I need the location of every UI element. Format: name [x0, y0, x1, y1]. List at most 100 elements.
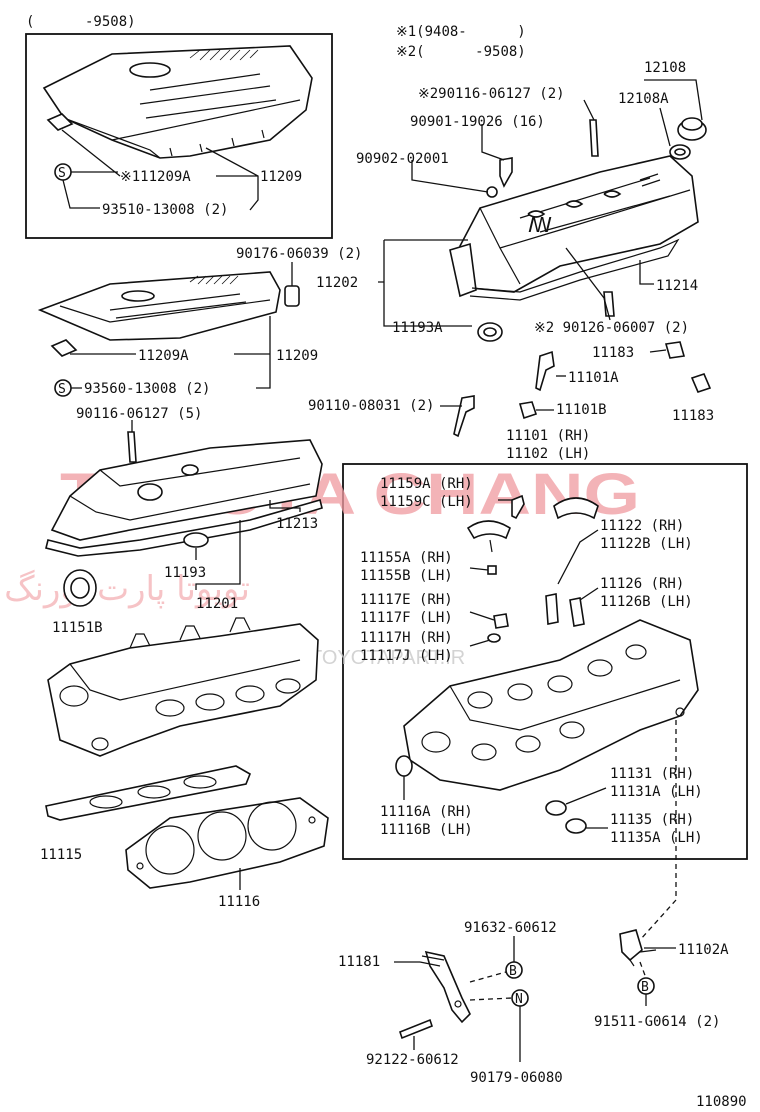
label-11101-rh: 11101 (RH) — [506, 428, 590, 444]
engine-cover-early — [42, 45, 313, 159]
gasket-11115 — [45, 765, 252, 821]
label-92122: 92122-60612 — [366, 1052, 459, 1068]
label-11117E: 11117E (RH) — [360, 592, 453, 608]
label-11202: 11202 — [316, 275, 358, 291]
label-11183-b: 11183 — [672, 408, 714, 424]
cylinder-head-right — [403, 619, 699, 791]
label-93510: 93510-13008 (2) — [102, 202, 228, 218]
pin-11155 — [487, 565, 497, 575]
grommet-11183-b — [690, 373, 712, 393]
valve-guide-a — [545, 593, 559, 625]
label-11117H: 11117H (RH) — [360, 630, 453, 646]
label-90176: 90176-06039 (2) — [236, 246, 362, 262]
label-90179: 90179-06080 — [470, 1070, 563, 1086]
gasket-11214 — [469, 238, 680, 301]
label-11155A: 11155A (RH) — [360, 550, 453, 566]
cylinder-head-gasket-11116 — [125, 797, 329, 889]
label-11135A: 11135A (LH) — [610, 830, 703, 846]
seal-11131 — [545, 800, 567, 816]
label-11135: 11135 (RH) — [610, 812, 694, 828]
seal-11135 — [565, 818, 587, 834]
label-11126: 11126 (RH) — [600, 576, 684, 592]
label-91511: 91511-G0614 (2) — [594, 1014, 720, 1030]
watermark-site: TOYOTAPART.IR — [310, 647, 465, 669]
bolt-90110 — [453, 395, 475, 438]
seal-washer-90902 — [486, 186, 498, 198]
label-11209-early: 11209 — [260, 169, 302, 185]
label-11122: 11122 (RH) — [600, 518, 684, 534]
n-symbol-label: N — [515, 992, 523, 1007]
plug-11117H — [487, 633, 501, 643]
label-11115: 11115 — [40, 847, 82, 863]
plug-11101B — [518, 401, 538, 420]
label-90901: 90901-19026 (16) — [410, 114, 545, 130]
note-top-left: ( -9508) — [26, 14, 136, 30]
stud-90116-06127-lh — [127, 431, 137, 463]
label-11209-late: 11209 — [276, 348, 318, 364]
label-11116A: 11116A (RH) — [380, 804, 473, 820]
label-11201: 11201 — [196, 596, 238, 612]
bracket-11181 — [419, 950, 471, 1024]
b-symbol-1-label: B — [509, 964, 517, 979]
stud-90126 — [603, 291, 615, 317]
cylinder-head-frame — [342, 463, 748, 860]
label-12108: 12108 — [644, 60, 686, 76]
label-11193: 11193 — [164, 565, 206, 581]
label-11159A: 11159A (RH) — [380, 476, 473, 492]
label-90116-5: 90116-06127 (5) — [76, 406, 202, 422]
watermark-persian: تویوتا پارت اورنگ — [4, 569, 250, 609]
label-11214: 11214 — [656, 278, 698, 294]
plug-seal-11116A — [395, 755, 413, 777]
label-11155B: 11155B (LH) — [360, 568, 453, 584]
label-11116: 11116 — [218, 894, 260, 910]
label-90902: 90902-02001 — [356, 151, 449, 167]
valve-guide-b — [569, 597, 585, 627]
label-11159C: 11159C (LH) — [380, 494, 473, 510]
label-11117J: 11117J (LH) — [360, 648, 453, 664]
stud-90116-06127-rh — [589, 119, 599, 157]
bolt-11101A — [535, 350, 555, 392]
cylinder-head-cover-rh: ꟿ — [449, 155, 699, 298]
label-11101A: 11101A — [568, 370, 619, 386]
label-90126: ※2 90126-06007 (2) — [534, 320, 689, 336]
label-11116B: 11116B (LH) — [380, 822, 473, 838]
early-cover-frame — [25, 33, 333, 239]
label-11209A-early: ※111209A — [120, 169, 191, 185]
label-90110: 90110-08031 (2) — [308, 398, 434, 414]
bearing-cap-rh-b — [553, 497, 599, 520]
bolt-11159 — [511, 494, 525, 520]
oil-filler-cap — [669, 117, 707, 160]
label-11102-lh: 11102 (LH) — [506, 446, 590, 462]
label-11183-a: 11183 — [592, 345, 634, 361]
note-2: ※2( -9508) — [396, 44, 526, 60]
label-11131: 11131 (RH) — [610, 766, 694, 782]
label-11102A: 11102A — [678, 942, 729, 958]
label-90116-2: ※290116-06127 (2) — [418, 86, 565, 102]
grommet-11183-a — [664, 341, 686, 359]
label-11213: 11213 — [276, 516, 318, 532]
label-12108A: 12108A — [618, 91, 669, 107]
label-11101B: 11101B — [556, 402, 607, 418]
cylinder-head-left — [47, 617, 319, 757]
s-symbol-1-label: S — [58, 166, 66, 181]
label-11126B: 11126B (LH) — [600, 594, 693, 610]
bearing-cap-rh-a — [466, 520, 511, 540]
cylinder-head-cover-lh — [45, 439, 323, 557]
engine-cover-late — [37, 271, 281, 357]
label-11117F: 11117F (LH) — [360, 610, 453, 626]
note-1: ※1(9408- ) — [396, 24, 526, 40]
bolt-90901 — [499, 157, 513, 188]
label-11181: 11181 — [338, 954, 380, 970]
stud-92122 — [399, 1018, 433, 1040]
figure-number: 110890 — [696, 1094, 747, 1110]
grommet-90176 — [284, 285, 300, 307]
b-symbol-2-label: B — [641, 980, 649, 995]
label-11209A-late: 11209A — [138, 348, 189, 364]
label-91632: 91632-60612 — [464, 920, 557, 936]
plug-11117E — [493, 613, 509, 629]
seal-11193 — [183, 532, 209, 548]
s-symbol-2-label: S — [58, 382, 66, 397]
label-11122B: 11122B (LH) — [600, 536, 693, 552]
dashed-leader — [639, 720, 677, 941]
